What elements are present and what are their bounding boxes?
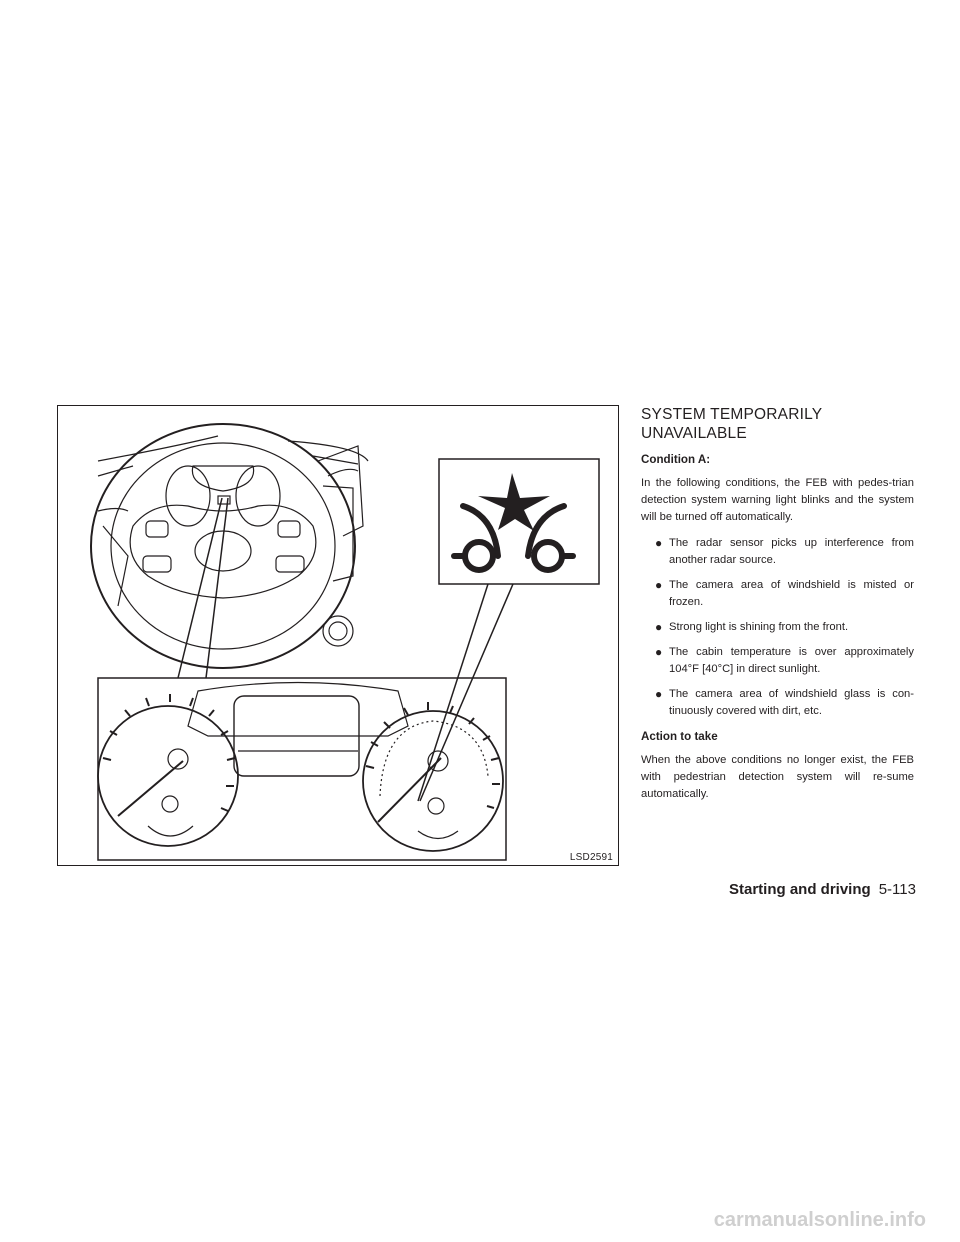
bullet-icon: ●: [655, 536, 663, 550]
list-item: ● The radar sensor picks up interference …: [655, 535, 914, 569]
illustration-figure: LSD2591: [57, 405, 619, 866]
page-footer: Starting and driving 5-113: [729, 881, 916, 898]
condition-heading: Condition A:: [641, 453, 711, 466]
section-title: SYSTEM TEMPORARILY UNAVAILABLE: [641, 405, 914, 443]
list-item-text: The camera area of windshield is misted …: [669, 579, 914, 608]
bullet-icon: ●: [655, 645, 663, 659]
list-item: ● The camera area of windshield glass is …: [655, 686, 914, 720]
action-paragraph: When the above conditions no longer exis…: [641, 754, 914, 800]
list-item: ● The camera area of windshield is misted…: [655, 577, 914, 611]
bullet-icon: ●: [655, 687, 663, 701]
section-title-line2: UNAVAILABLE: [641, 425, 747, 442]
section-title-line1: SYSTEM TEMPORARILY: [641, 406, 823, 423]
list-item-text: The cabin temperature is over approximat…: [669, 646, 914, 675]
figure-code: LSD2591: [567, 852, 615, 863]
bullet-icon: ●: [655, 620, 663, 634]
action-heading: Action to take: [641, 730, 718, 743]
dashboard-illustration: [90, 423, 600, 861]
list-item-text: The camera area of windshield glass is c…: [669, 688, 914, 717]
bullet-icon: ●: [655, 578, 663, 592]
feb-pedestrian-warning-icon: [451, 473, 576, 573]
footer-section-name: Starting and driving: [729, 881, 871, 898]
list-item-text: The radar sensor picks up interference f…: [669, 537, 914, 566]
content-column: SYSTEM TEMPORARILY UNAVAILABLE Condition…: [641, 405, 914, 812]
watermark-text: carmanualsonline.info: [713, 1208, 926, 1231]
page-number: 5-113: [878, 881, 916, 898]
list-item: ● The cabin temperature is over approxima…: [655, 644, 914, 678]
list-item-text: Strong light is shining from the front.: [669, 621, 849, 633]
intro-paragraph: In the following conditions, the FEB wit…: [641, 477, 914, 523]
list-item: ● Strong light is shining from the front.: [655, 619, 914, 636]
condition-list: ● The radar sensor picks up interference …: [641, 535, 914, 720]
